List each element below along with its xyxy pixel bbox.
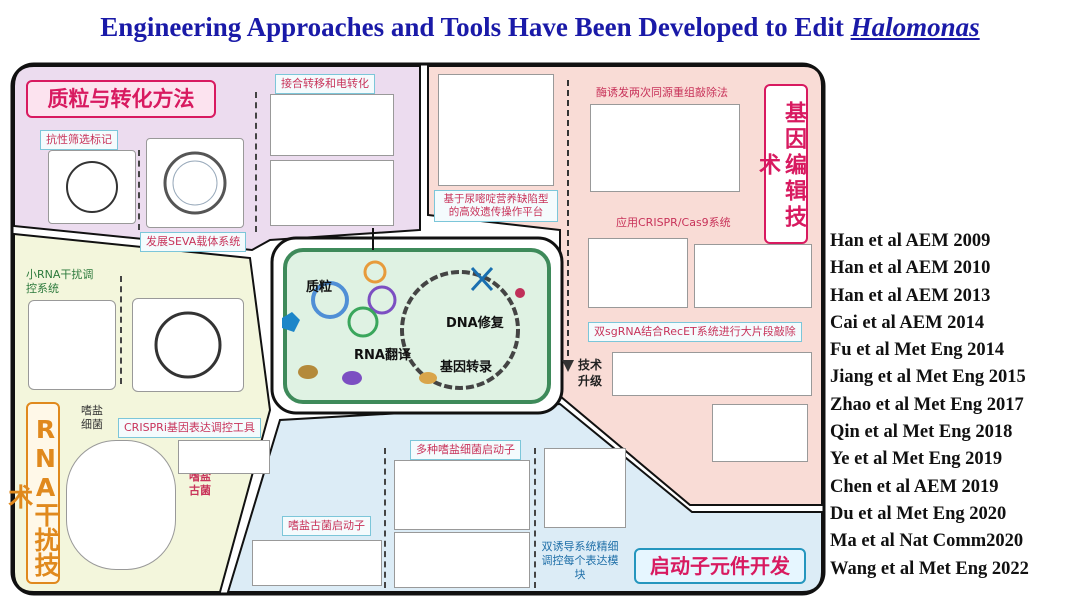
citation: Han et al AEM 2010 xyxy=(830,258,991,279)
ribosome-2 xyxy=(342,371,362,385)
center-translation-label: RNA翻译 xyxy=(354,348,411,363)
citation: Fu et al Met Eng 2014 xyxy=(830,340,1005,361)
title-main: Engineering Approaches and Tools Have Be… xyxy=(100,12,844,42)
editing-label-homologous: 酶诱发两次同源重组敲除法 xyxy=(596,86,728,99)
induction-circuit-diagram xyxy=(394,532,530,588)
editing-label-recet: 双sgRNA结合RecET系统进行大片段敲除 xyxy=(588,322,802,342)
seva-plasmid-map xyxy=(146,138,244,228)
chromosome xyxy=(400,270,520,390)
srna-regulation-diagram xyxy=(28,300,116,390)
citation: Du et al Met Eng 2020 xyxy=(830,503,1007,524)
citation: Ye et al Met Eng 2019 xyxy=(830,449,1003,470)
center-dna-repair-label: DNA修复 xyxy=(446,316,504,331)
promoter-divider-2 xyxy=(534,448,536,588)
citation: Qin et al Met Eng 2018 xyxy=(830,422,1013,443)
ribosome-3 xyxy=(419,372,437,384)
bacterial-promoter-diagram xyxy=(394,460,530,530)
tech-upgrade-label: 技术升级 xyxy=(578,358,603,388)
center-transcription-label: 基因转录 xyxy=(440,360,493,375)
editing-label-crispr: 应用CRISPR/Cas9系统 xyxy=(616,216,731,229)
resistance-plasmid-map xyxy=(48,150,136,224)
archaea-promoter-diagram xyxy=(252,540,382,586)
citation-list: Han et al AEM 2009 Han et al AEM 2010 Ha… xyxy=(830,228,1029,583)
center-plasmid-label: 质粒 xyxy=(306,280,333,295)
plasmid-label-conjugation: 接合转移和电转化 xyxy=(275,74,375,94)
rna-label-srna: 小RNA干扰调控系统 xyxy=(26,268,94,295)
promoter-divider-1 xyxy=(384,448,386,588)
plasmid-label-seva: 发展SEVA载体系统 xyxy=(140,232,247,252)
seva-plasmid-svg xyxy=(163,151,227,215)
plasmid-circle-1 xyxy=(311,281,349,319)
citation: Cai et al AEM 2014 xyxy=(830,312,985,333)
citation: Chen et al AEM 2019 xyxy=(830,476,999,497)
large-fragment-deletion-diagram xyxy=(712,404,808,462)
promoter-label-dual: 双诱导系统精细调控每个表达模块 xyxy=(541,540,619,581)
dcas9-plasmid-map xyxy=(132,298,244,392)
figure-title: Engineering Approaches and Tools Have Be… xyxy=(0,12,1080,43)
editing-label-uracil: 基于尿嘧啶营养缺陷型的高效遗传操作平台 xyxy=(434,190,558,223)
dcas9-plasmid-svg xyxy=(154,311,222,379)
rna-halophile-archaea: 嗜盐古菌 xyxy=(189,470,211,497)
crispri-construct-diagram xyxy=(178,440,270,474)
citation: Zhao et al Met Eng 2017 xyxy=(830,394,1024,415)
promoter-label-archaea: 嗜盐古菌启动子 xyxy=(282,516,371,536)
plasmid-heading: 质粒与转化方法 xyxy=(26,80,216,118)
citation: Jiang et al Met Eng 2015 xyxy=(830,367,1026,388)
citation: Han et al AEM 2009 xyxy=(830,231,991,251)
crispri-cell-diagram xyxy=(66,440,176,570)
promoter-heading: 启动子元件开发 xyxy=(634,548,806,584)
conjugation-diagram xyxy=(270,94,394,156)
center-cell xyxy=(283,248,551,404)
scissors-mark xyxy=(470,266,494,292)
recet-sgrna-diagram xyxy=(612,352,812,396)
plasmid-circle-2 xyxy=(363,260,387,284)
plasmid-circle-4 xyxy=(347,306,379,338)
plasmid-circle-3 xyxy=(367,285,397,315)
cut-dot xyxy=(515,288,525,298)
citation: Han et al AEM 2013 xyxy=(830,285,991,306)
plasmid-label-resistance: 抗性筛选标记 xyxy=(40,130,118,150)
plasmid-divider-2 xyxy=(255,92,257,232)
crispr-plasmid-diagram xyxy=(588,238,688,308)
plasmid-divider-1 xyxy=(138,150,140,230)
citation: Wang et al Met Eng 2022 xyxy=(830,558,1029,579)
dual-induction-diagram xyxy=(544,448,626,528)
rna-label-crispri: CRISPRi基因表达调控工具 xyxy=(118,418,261,438)
rna-divider-1 xyxy=(120,276,122,384)
title-italic: Halomonas xyxy=(850,12,980,42)
resistance-plasmid-svg xyxy=(66,161,118,213)
crispr-cas9-diagram xyxy=(694,244,812,308)
protein-shape xyxy=(282,312,300,332)
uracil-platform-diagram xyxy=(438,74,554,186)
electroporation-diagram xyxy=(270,160,394,226)
homologous-recombination-diagram xyxy=(590,104,740,192)
editing-heading: 基因编辑技术 xyxy=(755,84,808,244)
rna-heading: RNA干扰技术 xyxy=(5,402,60,584)
upgrade-arrow-head xyxy=(562,360,574,372)
citation: Ma et al Nat Comm2020 xyxy=(830,531,1024,552)
ribosome-1 xyxy=(298,365,318,379)
rna-halophile-bacteria: 嗜盐细菌 xyxy=(81,404,103,431)
promoter-label-bacteria: 多种嗜盐细菌启动子 xyxy=(410,440,521,460)
